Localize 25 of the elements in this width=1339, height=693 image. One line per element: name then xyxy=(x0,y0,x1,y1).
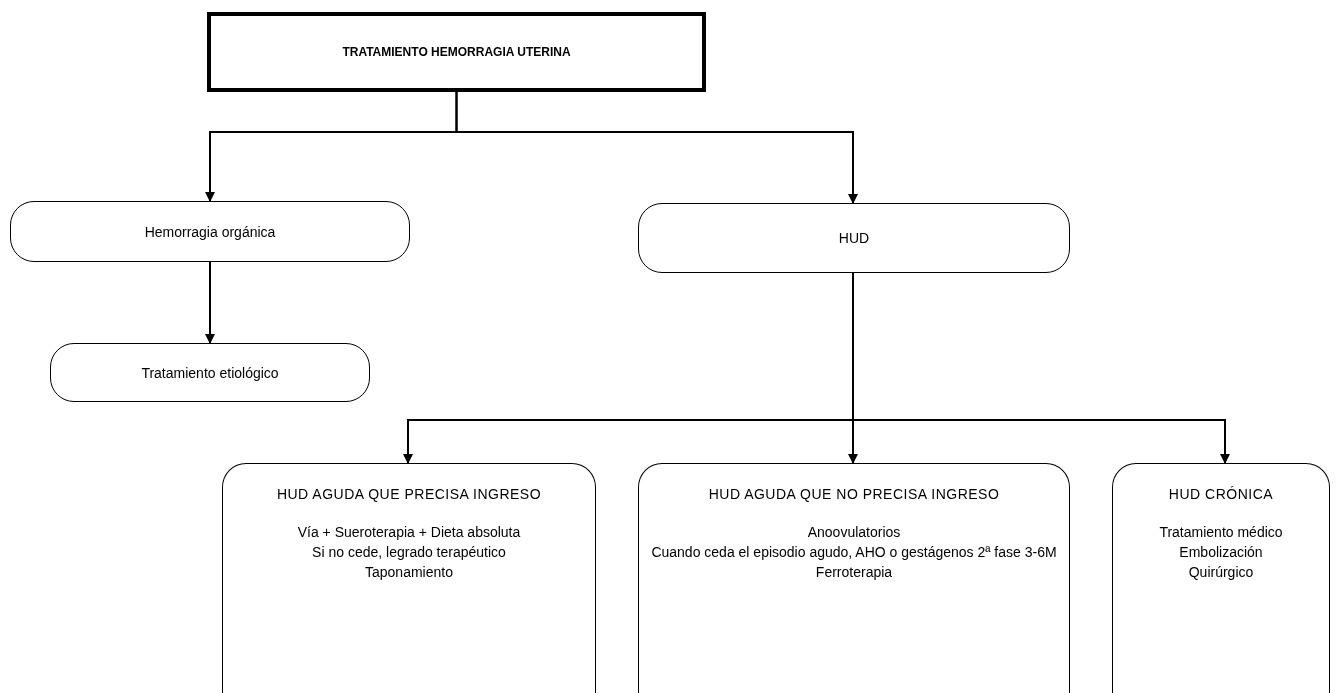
box-text: Taponamiento xyxy=(365,563,453,582)
title-box xyxy=(207,12,706,92)
box-text: Ferroterapia xyxy=(815,563,893,582)
box-text: Tratamiento etiológico xyxy=(141,363,279,383)
title-text: TRATAMIENTO HEMORRAGIA UTERINA xyxy=(342,44,571,61)
box-text: Vía + Sueroterapia + Dieta absoluta xyxy=(297,523,521,542)
box-heading: HUD AGUDA QUE NO PRECISA INGRESO xyxy=(708,485,1000,504)
process-box xyxy=(50,343,370,402)
box-text: Embolización xyxy=(1179,543,1263,562)
box-text: Tratamiento médico xyxy=(1159,523,1283,542)
box-text: Quirúrgico xyxy=(1188,563,1254,582)
arrow xyxy=(455,91,858,204)
process-box xyxy=(1112,463,1330,693)
process-box xyxy=(638,463,1070,693)
process-box xyxy=(10,201,410,262)
box-heading: HUD CRÓNICA xyxy=(1168,485,1274,504)
box-text: Si no cede, legrado terapéutico xyxy=(312,543,506,562)
arrow xyxy=(205,261,215,344)
box-text: Hemorragia orgánica xyxy=(144,222,276,242)
box-text: Cuando ceda el episodio agudo, AHO o gestágenos 2ª fase 3-6M xyxy=(651,543,1057,562)
process-box xyxy=(222,463,596,693)
box-heading: HUD AGUDA QUE PRECISA INGRESO xyxy=(276,485,542,504)
process-box xyxy=(638,203,1070,273)
box-text: Anoovulatorios xyxy=(807,523,901,542)
box-text: HUD xyxy=(838,229,870,248)
